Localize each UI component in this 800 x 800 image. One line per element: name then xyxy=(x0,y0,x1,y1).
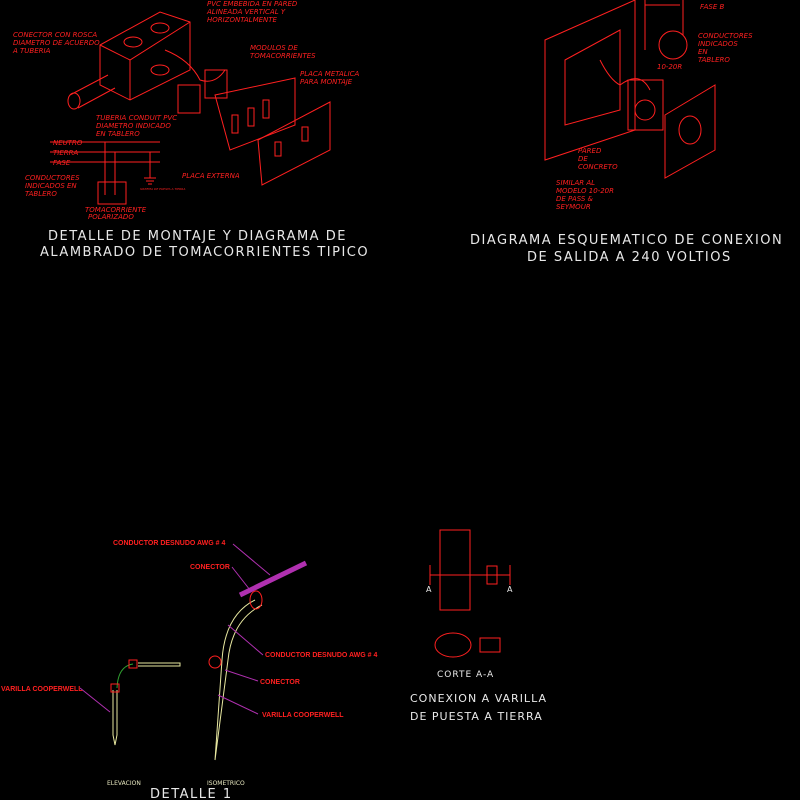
label-elevacion: ELEVACION xyxy=(107,780,141,787)
label-neutro: NEUTRO xyxy=(53,139,83,147)
title-detalle-montaje: DETALLE DE MONTAJE Y DIAGRAMA DE xyxy=(48,229,347,244)
label-corte-a-a: CORTE A-A xyxy=(437,670,494,680)
label-conductores-240-4: TABLERO xyxy=(698,56,730,64)
label-placa-metalica-2: PARA MONTAJE xyxy=(300,78,353,86)
title-detalle-1: DETALLE 1 xyxy=(150,787,233,800)
label-pvc-box-3: HORIZONTALMENTE xyxy=(207,16,278,24)
label-tuberia: TUBERIA CONDUIT PVC xyxy=(96,114,177,122)
label-conductores-240-2: INDICADOS xyxy=(698,40,738,48)
label-conductores-3: TABLERO xyxy=(25,190,57,198)
label-varilla-right: VARILLA COOPERWELL xyxy=(262,712,344,719)
label-conductores-2: INDICADOS EN xyxy=(25,182,77,190)
rod-connection-drawing xyxy=(429,529,511,658)
section-mark-a-left: A xyxy=(426,585,432,594)
label-conductor-top: CONDUCTOR DESNUDO AWG # 4 xyxy=(113,540,226,547)
label-similar: SIMILAR AL xyxy=(556,179,595,187)
label-tomacorriente-2: POLARIZADO xyxy=(88,213,134,221)
label-modulos-2: TOMACORRIENTES xyxy=(250,52,316,60)
title-diagrama-240-2: DE SALIDA A 240 VOLTIOS xyxy=(527,250,732,265)
label-conductores-240: CONDUCTORES xyxy=(698,32,753,40)
label-pvc-box: PVC EMBEBIDA EN PARED xyxy=(207,0,298,8)
label-similar-2: MODELO 10-20R xyxy=(556,187,614,195)
label-conductores-240-3: EN xyxy=(698,48,708,56)
label-placa-metalica: PLACA METALICA xyxy=(300,70,360,78)
label-fase: FASE xyxy=(53,159,71,167)
label-conector-top: CONECTOR xyxy=(190,564,230,571)
receptacle-assembly-labels: PVC EMBEBIDA EN PARED ALINEADA VERTICAL … xyxy=(12,0,369,260)
label-tuberia-2: DIAMETRO INDICADO xyxy=(96,122,171,130)
title-detalle-montaje-2: ALAMBRADO DE TOMACORRIENTES TIPICO xyxy=(40,245,369,260)
label-sistema-tierra: SISTEMA DE PUESTA A TIERRA xyxy=(140,187,185,191)
label-10-20r: 10-20R xyxy=(657,63,682,71)
grounding-rod-drawing xyxy=(79,543,308,761)
label-conector-mid: CONECTOR xyxy=(260,679,300,686)
outlet-240v-labels: FASE B CONDUCTORES INDICADOS EN TABLERO … xyxy=(470,3,783,265)
label-pared-2: DE xyxy=(578,155,588,163)
label-conector-2: DIAMETRO DE ACUERDO xyxy=(13,39,100,47)
title-diagrama-240: DIAGRAMA ESQUEMATICO DE CONEXION xyxy=(470,233,783,248)
receptacle-assembly-drawing xyxy=(50,11,331,205)
title-conexion-varilla: CONEXION A VARILLA xyxy=(410,692,547,705)
label-tierra: TIERRA xyxy=(53,149,78,157)
label-pvc-box-2: ALINEADA VERTICAL Y xyxy=(206,8,286,16)
label-placa-externa: PLACA EXTERNA xyxy=(182,172,240,180)
outlet-240v-drawing xyxy=(544,0,716,179)
label-conector: CONECTOR CON ROSCA xyxy=(13,31,97,39)
label-varilla-left: VARILLA COOPERWELL xyxy=(1,686,83,693)
label-fase-b: FASE B xyxy=(700,3,724,11)
section-mark-a-right: A xyxy=(507,585,513,594)
label-modulos: MODULOS DE xyxy=(250,44,298,52)
label-similar-4: SEYMOUR xyxy=(556,203,591,211)
label-tuberia-3: EN TABLERO xyxy=(96,130,140,138)
label-pared-3: CONCRETO xyxy=(578,163,618,171)
label-isometrico: ISOMETRICO xyxy=(207,780,245,787)
label-similar-3: DE PASS & xyxy=(556,195,594,203)
label-conector-3: A TUBERIA xyxy=(12,47,51,55)
title-conexion-varilla-2: DE PUESTA A TIERRA xyxy=(410,710,543,723)
grounding-rod-labels: CONDUCTOR DESNUDO AWG # 4 CONECTOR CONDU… xyxy=(1,540,378,800)
label-pared: PARED xyxy=(578,147,602,155)
label-conductores: CONDUCTORES xyxy=(25,174,80,182)
label-conductor-mid: CONDUCTOR DESNUDO AWG # 4 xyxy=(265,652,378,659)
label-tomacorriente: TOMACORRIENTE xyxy=(85,206,147,214)
rod-connection-labels: A A CORTE A-A CONEXION A VARILLA DE PUES… xyxy=(410,585,547,723)
